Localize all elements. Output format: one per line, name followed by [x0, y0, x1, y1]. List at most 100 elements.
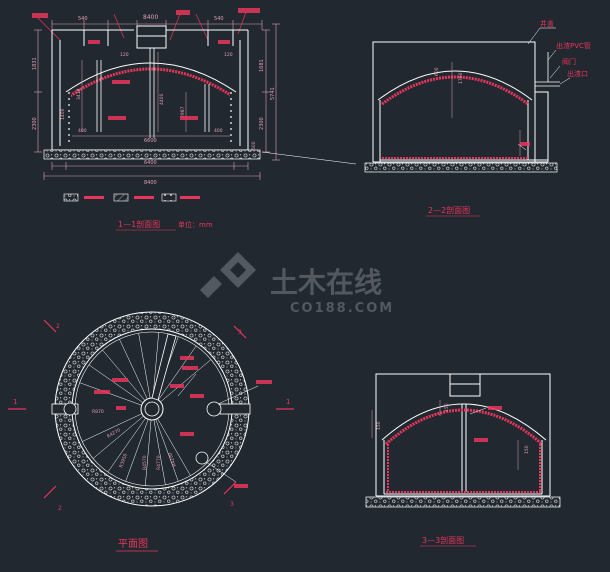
plan-right-outlet	[219, 403, 251, 415]
plan-tags	[94, 356, 272, 488]
sec2-foundation	[364, 162, 558, 173]
watermark-domain: CO188.COM	[290, 301, 394, 316]
sec3-dome-inner	[385, 408, 543, 446]
tag-top-left	[32, 13, 48, 18]
dim-small-3: 120	[120, 52, 129, 58]
plan-radial-line	[153, 419, 166, 485]
plan-dim-r4: R4770	[156, 455, 162, 470]
dim-top-small-1: 540	[78, 16, 88, 22]
sec3-dim-v1: 150	[376, 421, 382, 430]
section-2-2: 600 1760 井盖 出渣PVC管 阀门 出渣口 2—2剖面图	[364, 19, 591, 217]
dome-arch-inner	[69, 67, 233, 98]
plan-inlet-chute	[151, 333, 177, 401]
wall-lining-left	[66, 92, 71, 146]
sec3-walls	[375, 373, 551, 497]
plan-left-inlet-pipe	[63, 402, 77, 416]
sec2-label-well-cover: 井盖	[540, 19, 554, 28]
plan-sump	[195, 451, 209, 465]
plan-dim-r3: R4570	[142, 455, 148, 470]
wall-lining-right	[230, 92, 235, 146]
plan-radial-line	[152, 332, 159, 399]
dim-mid-width: 6400	[144, 160, 157, 166]
plan-radial-line	[119, 339, 148, 400]
plan-dim-r6: R870	[92, 409, 104, 415]
plan-radial-line	[158, 345, 197, 401]
plan-dim-r2: R3950	[118, 453, 129, 469]
watermark-logo-icon-b	[200, 276, 222, 298]
dim-inner-small-2: 400	[78, 128, 87, 134]
plan-dim-r5: R4200	[167, 451, 178, 467]
plan-radial-line	[82, 413, 143, 442]
section-1-1-unit: 单位：mm	[178, 220, 213, 229]
sec2-small-tag-leader	[517, 143, 527, 151]
right-dimensions	[262, 23, 280, 161]
section-1-1-title: 1—1剖面图	[118, 219, 160, 229]
sec2-dim-v2: 1760	[458, 72, 464, 84]
plan-right-outlet-pipe	[206, 401, 222, 417]
left-dimensions	[34, 29, 42, 153]
plan-section-cuts	[8, 319, 294, 499]
dim-left-b: 2300	[32, 117, 38, 130]
sec2-label-outlet: 出渣口	[567, 69, 588, 78]
dim-left-c: 1400	[60, 108, 66, 120]
plan-cut-right: 1	[286, 398, 290, 406]
sec2-leaders	[527, 27, 571, 85]
dim-right-c: 500	[251, 141, 257, 150]
plan-cut-left: 1	[13, 398, 17, 406]
plan-center-pipe	[140, 397, 164, 421]
plan-radial-line	[157, 418, 191, 476]
dim-overall-height: 5741	[270, 87, 276, 100]
sec3-foundation	[365, 496, 561, 508]
plan-radial-line	[102, 349, 146, 401]
interior-dims	[72, 52, 230, 137]
dim-top-small-4: 540	[214, 16, 224, 22]
sec3-inner-dims	[371, 400, 519, 470]
connector-line	[261, 151, 357, 165]
tag-top-mid	[176, 10, 190, 15]
interior-pipes	[96, 48, 210, 138]
plan-radial-line	[125, 419, 149, 482]
dim-right-b: 2300	[259, 117, 265, 130]
sec2-outlet-pipe	[535, 52, 560, 87]
plan-radial-line	[160, 359, 212, 403]
plan-radial-line	[107, 417, 146, 473]
plan-radial-line	[145, 419, 152, 486]
plan-cut-bottom-right: 3	[230, 501, 234, 508]
plan-leaders	[177, 373, 259, 483]
plan-radials	[79, 332, 212, 486]
watermark-brand: 土木在线	[270, 266, 382, 299]
plan-cut-top-right: 3	[238, 329, 242, 336]
dim-inner-small-5: 400	[214, 128, 223, 134]
sec3-dim-v2: 150	[524, 445, 530, 454]
sec2-dim-v1: 600	[434, 67, 440, 76]
sec3-dome	[381, 403, 547, 441]
dome-arch	[65, 62, 237, 93]
plan-center-pipe-inner	[144, 401, 160, 417]
plan-cut-bottom-left: 2	[58, 505, 62, 512]
plan-cut-top-left: 2	[56, 323, 60, 330]
foundation-gravel	[43, 149, 261, 160]
material-legend	[63, 193, 200, 202]
sec2-label-valve: 阀门	[562, 57, 576, 66]
section-3-3: 150 150 150 3—3剖面图	[365, 373, 561, 547]
plan-title: 平面图	[118, 538, 148, 550]
plan-radial-line	[92, 415, 144, 459]
plan-radial-line	[155, 419, 179, 482]
dim-inner-width: 6600	[144, 138, 157, 144]
interior-tags	[88, 40, 230, 120]
tag-top-right	[238, 8, 260, 13]
bottom-dimension-chain	[43, 162, 261, 180]
sec3-tag-leader	[469, 407, 487, 415]
sec3-tags	[474, 406, 502, 442]
sec2-dome	[377, 70, 533, 101]
watermark-logo-icon	[220, 252, 256, 288]
dim-inner-h2: 4400	[159, 93, 165, 105]
sec2-dome-inner	[381, 75, 529, 106]
dim-inner-h1: 3418	[76, 88, 82, 100]
dim-right-a: 1681	[259, 59, 265, 72]
watermark: 土木在线 CO188.COM	[200, 252, 394, 316]
dim-inner-h3: 2987	[180, 106, 186, 118]
dim-small-6: 120	[224, 52, 233, 58]
plan-radial-line	[138, 333, 151, 399]
